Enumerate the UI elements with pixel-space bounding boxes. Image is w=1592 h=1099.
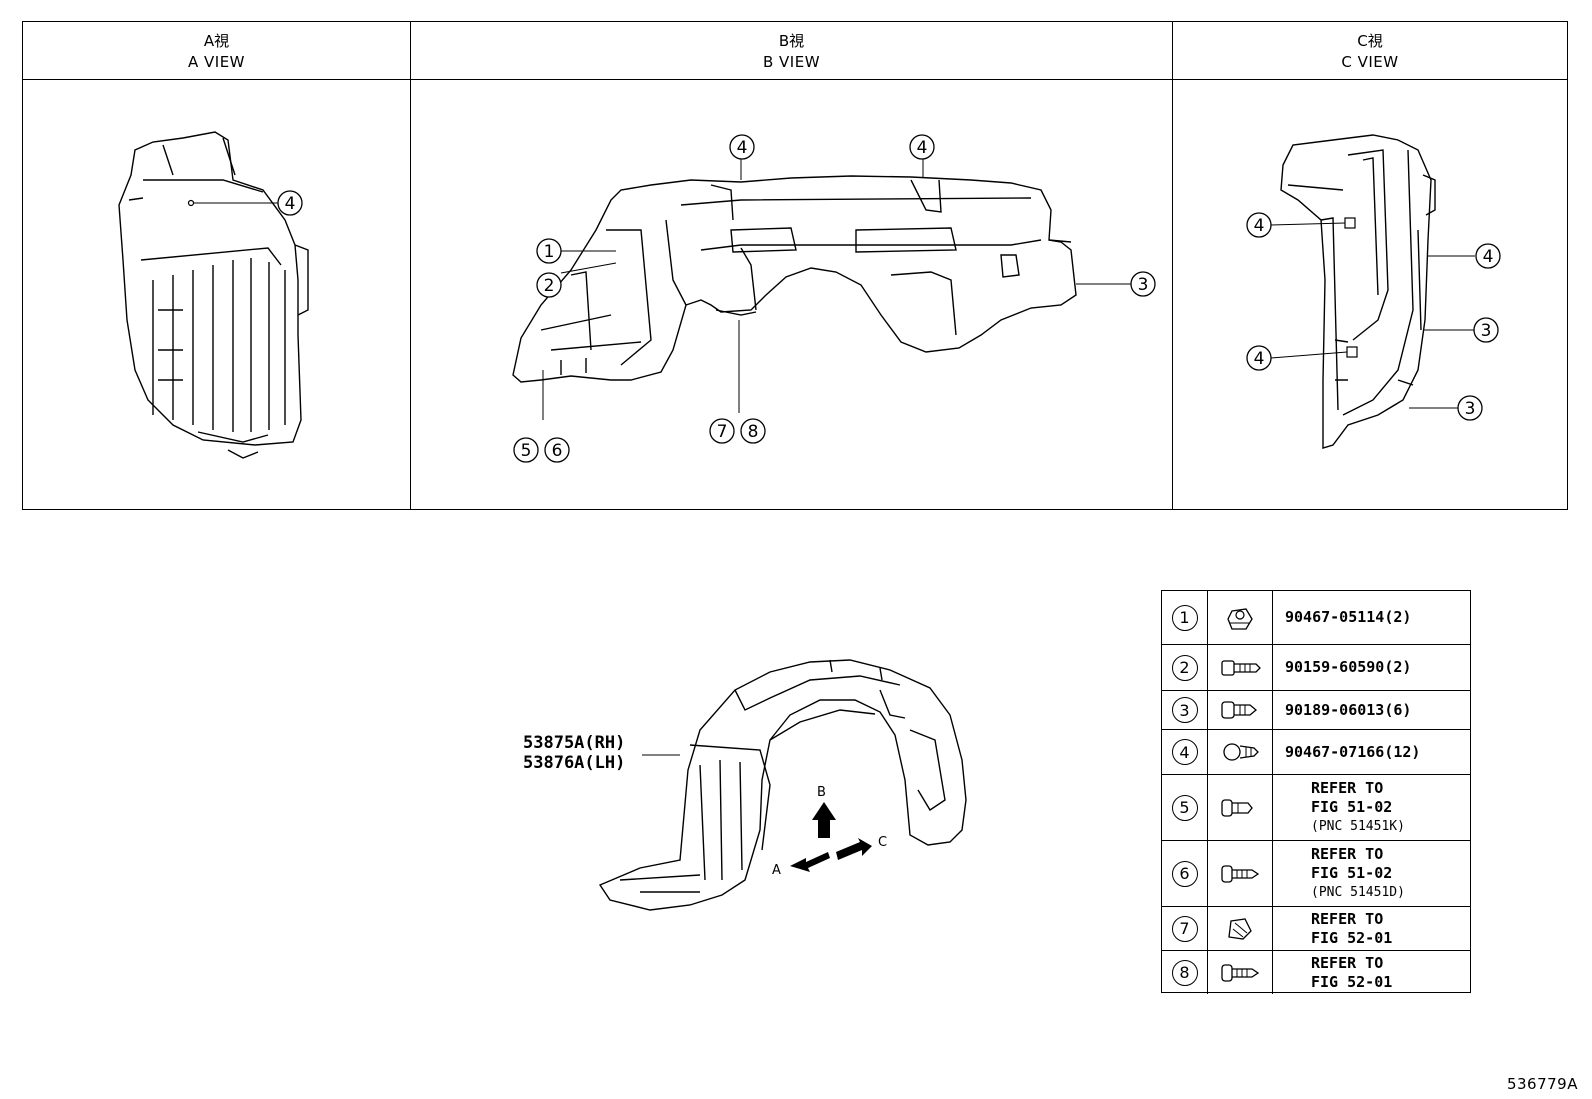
- parts-row-3: 3 90189-06013(6): [1162, 690, 1470, 729]
- b-view-drawing: 1 2 3 4 4 5 6 7 8: [512, 134, 1156, 463]
- a-view-title-en: A VIEW: [187, 53, 246, 71]
- callout-c4b: 4: [1483, 247, 1494, 267]
- part-desc-7-line2: FIG 52-01: [1311, 928, 1393, 947]
- part-num-2: 2: [1171, 654, 1198, 681]
- liner-front-outline: [1280, 134, 1436, 449]
- clip-icon: [1223, 743, 1259, 761]
- part-num-4: 4: [1171, 739, 1198, 765]
- liner-side-outline: [118, 131, 309, 459]
- a-view-header: A視 A VIEW: [23, 22, 410, 80]
- arrow-label-c: C: [878, 835, 887, 850]
- arrow-a: [790, 852, 830, 872]
- b-view-title-en: B VIEW: [762, 53, 821, 71]
- arrow-c: [836, 838, 872, 860]
- callout-c4c: 4: [1254, 349, 1265, 369]
- part-desc-7-line1: REFER TO: [1311, 909, 1384, 928]
- b-view-body: 1 2 3 4 4 5 6 7 8: [411, 80, 1172, 509]
- parts-table: 1 90467-05114(2) 2 90159-60590(2) 3 9018…: [1161, 590, 1471, 994]
- part-desc-8-line1: REFER TO: [1311, 953, 1384, 972]
- a-view-body: 4: [23, 80, 410, 509]
- callout-a4: 4: [285, 194, 296, 214]
- fender-liner-outline: [598, 659, 967, 911]
- callout-b1: 1: [544, 242, 555, 262]
- assembly-lh: 53876A(LH): [523, 753, 626, 773]
- part-num-5: 5: [1171, 794, 1198, 821]
- part-desc-1: 90467-05114(2): [1285, 608, 1412, 626]
- clip-hole: [187, 199, 195, 207]
- arrow-b: [812, 802, 836, 838]
- c-callouts: 4 4 4 3 3: [1246, 212, 1501, 421]
- parts-row-8: 8 REFER TO FIG 52-01: [1162, 950, 1470, 994]
- bolt-icon: [1221, 659, 1261, 676]
- tapping-screw-icon: [1221, 864, 1260, 883]
- b-view-panel: B視 B VIEW: [410, 22, 1172, 509]
- clip-nut-icon: [1227, 607, 1253, 630]
- part-desc-5-line1: REFER TO: [1311, 779, 1384, 797]
- callout-c4a: 4: [1254, 216, 1265, 236]
- callout-circle: [277, 190, 303, 216]
- assembly-part-numbers: 53875A(RH) 53876A(LH): [523, 733, 625, 773]
- callout-b2: 2: [544, 276, 555, 296]
- part-num-6: 6: [1171, 860, 1198, 887]
- a-view-panel: A視 A VIEW: [23, 22, 410, 509]
- liner-top-outline: [512, 175, 1077, 383]
- part-desc-6-line2: FIG 51-02: [1311, 864, 1393, 882]
- assembly-rh: 53875A(RH): [523, 733, 626, 753]
- parts-row-6: 6 REFER TO FIG 51-02 (PNC 51451D): [1162, 840, 1470, 906]
- parts-row-5: 5 REFER TO FIG 51-02 (PNC 51451K): [1162, 774, 1470, 840]
- callout-c3b: 3: [1465, 399, 1476, 419]
- screw-grommet-icon: [1221, 701, 1258, 719]
- c-view-body: 4 4 4 3 3: [1173, 80, 1567, 509]
- callout-b5: 5: [521, 441, 532, 461]
- part-desc-3: 90189-06013(6): [1285, 700, 1412, 719]
- part-desc-5-line2: FIG 51-02: [1311, 798, 1393, 816]
- callout-b3: 3: [1138, 275, 1149, 295]
- parts-row-4: 4 90467-07166(12): [1162, 729, 1470, 774]
- square-nut-icon: [1228, 917, 1252, 940]
- views-panel: A視 A VIEW: [22, 21, 1568, 510]
- callout-b4a: 4: [737, 138, 748, 158]
- parts-row-2: 2 90159-60590(2): [1162, 644, 1470, 690]
- callout-b7: 7: [717, 422, 728, 442]
- callout-c3a: 3: [1481, 321, 1492, 341]
- callout-b6: 6: [552, 441, 563, 461]
- part-desc-8-line2: FIG 52-01: [1311, 972, 1393, 991]
- parts-row-1: 1 90467-05114(2): [1162, 591, 1470, 644]
- part-desc-2: 90159-60590(2): [1285, 658, 1412, 676]
- illustration-ref-number: 536779A: [1506, 1075, 1578, 1093]
- part-num-8: 8: [1171, 959, 1198, 986]
- b-callouts: 1 2 3 4 4 5 6 7 8: [513, 134, 1156, 463]
- b-leaders: [542, 145, 1131, 420]
- screw-icon: [1221, 963, 1260, 982]
- view-arrows: [790, 802, 872, 872]
- arrow-label-a: A: [772, 863, 781, 878]
- part-desc-5-note: (PNC 51451K): [1311, 819, 1405, 834]
- c-leaders: [1270, 222, 1475, 409]
- c-view-title-en: C VIEW: [1341, 53, 1399, 71]
- part-desc-6-note: (PNC 51451D): [1311, 885, 1405, 900]
- c-view-panel: C視 C VIEW: [1172, 22, 1567, 509]
- c-view-header: C視 C VIEW: [1173, 22, 1567, 80]
- a-view-drawing: 4: [118, 131, 309, 459]
- c-view-drawing: 4 4 4 3 3: [1246, 134, 1501, 449]
- a-view-title-jp: A視: [203, 32, 230, 50]
- part-num-7: 7: [1171, 915, 1198, 942]
- part-num-1: 1: [1171, 604, 1198, 631]
- part-desc-4: 90467-07166(12): [1285, 742, 1421, 761]
- b-view-title-jp: B視: [778, 32, 805, 50]
- callout-b4b: 4: [917, 138, 928, 158]
- part-num-3: 3: [1171, 697, 1198, 723]
- b-view-header: B視 B VIEW: [411, 22, 1172, 80]
- arrow-label-b: B: [817, 785, 826, 800]
- callout-b8: 8: [748, 422, 759, 442]
- c-view-title-jp: C視: [1357, 32, 1383, 50]
- push-rivet-icon: [1221, 798, 1253, 817]
- part-desc-6-line1: REFER TO: [1311, 845, 1384, 863]
- parts-row-7: 7 REFER TO FIG 52-01: [1162, 906, 1470, 950]
